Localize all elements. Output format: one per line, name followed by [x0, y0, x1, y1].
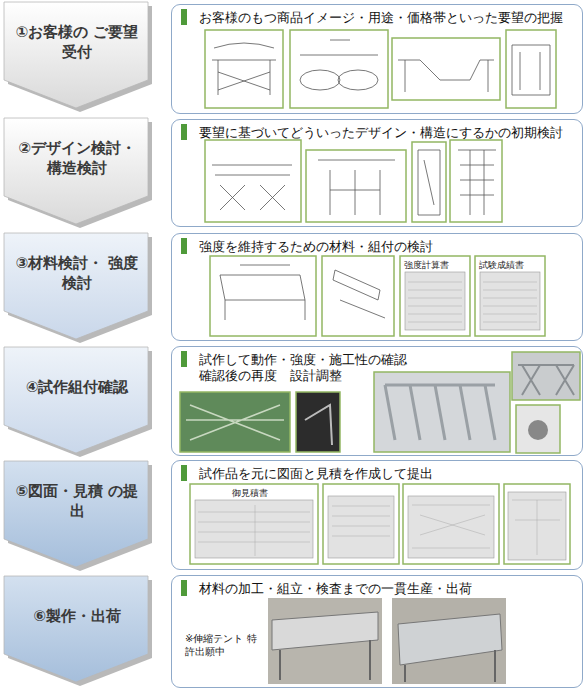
panel-heading: 試作して動作・強度・施工性の確認	[199, 351, 576, 368]
heading-marker	[181, 9, 187, 25]
heading-marker	[181, 580, 187, 596]
image-note: 試験成績書	[479, 259, 541, 271]
panel-heading: 材料の加工・組立・検査までの一貫生産・出荷	[199, 580, 576, 597]
heading-marker	[181, 465, 187, 481]
step-chevron: ⑥製作・出荷	[4, 576, 150, 684]
step-label: ④試作組付確認	[12, 347, 142, 427]
step-label: ②デザイン検討・ 構造検討	[12, 118, 142, 198]
chevron-body	[4, 118, 148, 224]
panel-heading: 要望に基づいてどういったデザイン・構造にするかの初期検討	[199, 124, 576, 141]
panel-heading: 確認後の再度 設計調整	[199, 367, 576, 384]
step-label: ③材料検討・ 強度検討	[12, 233, 142, 313]
heading-marker	[181, 351, 187, 367]
description-panel: 強度を維持するための材料・組付の検討	[171, 233, 583, 341]
description-panel: 試作して動作・強度・施工性の確認確認後の再度 設計調整	[171, 346, 583, 456]
step-chevron: ⑤図面・見積 の提出	[4, 461, 150, 569]
description-panel: 要望に基づいてどういったデザイン・構造にするかの初期検討	[171, 119, 583, 227]
chevron-body	[4, 347, 148, 453]
step-chevron: ②デザイン検討・ 構造検討	[4, 118, 150, 226]
step-chevron: ③材料検討・ 強度検討	[4, 233, 150, 341]
step-label: ①お客様の ご要望受付	[12, 2, 142, 82]
chevron-body	[4, 233, 148, 339]
panel-heading: 強度を維持するための材料・組付の検討	[199, 238, 576, 255]
chevron-body	[4, 2, 148, 108]
description-panel: お客様のもつ商品イメージ・用途・価格帯といった要望の把握	[171, 4, 583, 114]
image-note: ※伸縮テント 特許出願中	[185, 632, 263, 658]
heading-marker	[181, 124, 187, 140]
chevron-shape	[4, 576, 150, 684]
heading-marker	[181, 238, 187, 254]
chevron-body	[4, 461, 148, 567]
image-note: 強度計算書	[404, 259, 466, 271]
step-chevron: ④試作組付確認	[4, 347, 150, 455]
description-panel: 試作品を元に図面と見積を作成して提出	[171, 460, 583, 570]
panel-heading: お客様のもつ商品イメージ・用途・価格帯といった要望の把握	[199, 9, 576, 26]
chevron-shape	[4, 347, 150, 455]
step-label: ⑤図面・見積 の提出	[12, 461, 142, 541]
image-note: 御見積書	[232, 487, 292, 499]
step-chevron: ①お客様の ご要望受付	[4, 2, 150, 110]
description-panel: 材料の加工・組立・検査までの一貫生産・出荷	[171, 575, 583, 688]
chevron-body	[4, 576, 148, 682]
step-label: ⑥製作・出荷	[12, 576, 142, 656]
panel-heading: 試作品を元に図面と見積を作成して提出	[199, 465, 576, 482]
